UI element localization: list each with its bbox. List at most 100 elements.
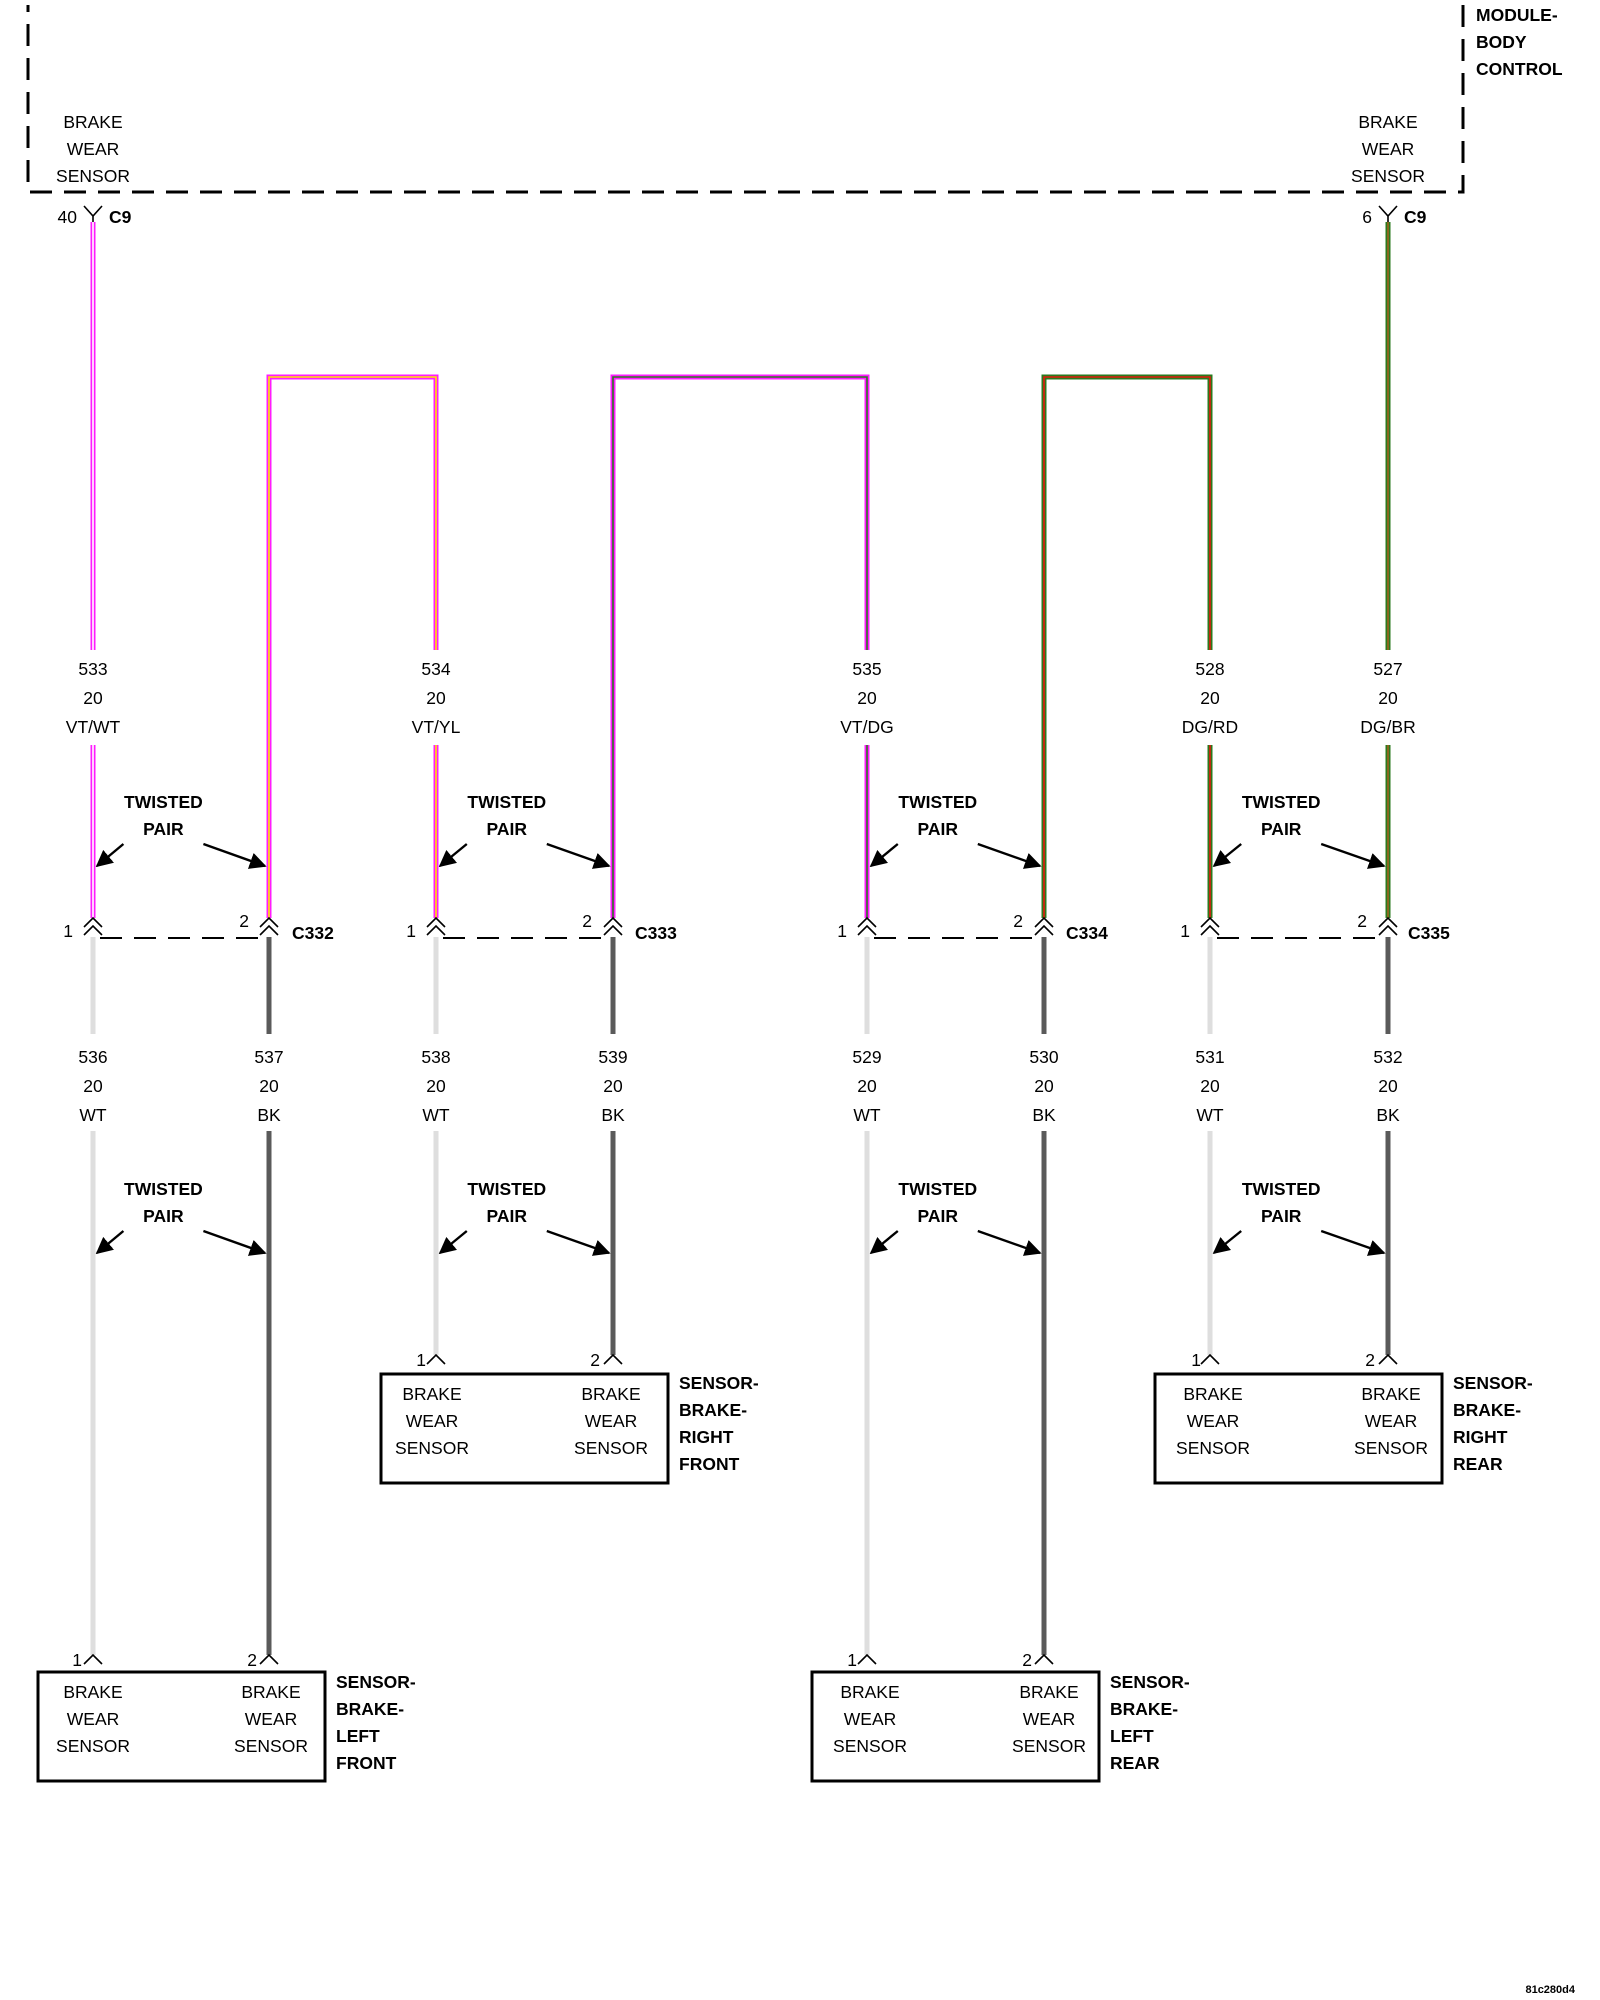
c332-pin-2-symbol [259, 916, 279, 936]
wire-534-upper [266, 374, 439, 918]
lf-left-label-3: SENSOR [56, 1736, 130, 1756]
rf-title-1: SENSOR- [679, 1373, 759, 1393]
twisted-pair-label-line-1: TWISTED [467, 1179, 546, 1199]
rf-pin-1-symbol [426, 1353, 446, 1365]
lf-left-label-1: BRAKE [63, 1682, 122, 1702]
twisted-pair-arrow-left [95, 843, 125, 868]
wire-536-circuit: 536 [78, 1047, 107, 1067]
wire-538-circuit: 538 [421, 1047, 450, 1067]
lf-title-4: FRONT [336, 1753, 397, 1773]
c335-pin-1-symbol [1200, 916, 1220, 936]
wire-539-gauge: 20 [603, 1076, 623, 1096]
wire-532-circuit: 532 [1373, 1047, 1402, 1067]
twisted-pair-label-line-1: TWISTED [467, 792, 546, 812]
wire-529-gauge: 20 [857, 1076, 877, 1096]
lf-pin-2-symbol [259, 1653, 279, 1665]
c334-pin-1-symbol [857, 916, 877, 936]
rr-right-label-2: WEAR [1365, 1411, 1418, 1431]
c335-pin-1-number: 1 [1180, 921, 1190, 941]
lr-pin-1-symbol [857, 1653, 877, 1665]
module-body-control: MODULE- BODY CONTROL BRAKE WEAR SENSOR B… [26, 5, 1563, 227]
lf-left-label-2: WEAR [67, 1709, 120, 1729]
lower-wire-labels: 536 20 WT 537 20 BK 538 20 WT 539 20 BK … [78, 1047, 1402, 1125]
wire-530-circuit: 530 [1029, 1047, 1058, 1067]
wire-535-circuit: 535 [852, 659, 881, 679]
sensor-brake-left-front: 1 2 BRAKE WEAR SENSOR BRAKE WEAR SENSOR … [36, 1650, 416, 1783]
twisted-pair-8: TWISTED PAIR [1212, 1179, 1386, 1256]
c332-pin-1-number: 1 [63, 921, 73, 941]
connector-c334: 1 2 C334 [837, 911, 1108, 943]
sensor-brake-right-rear: 1 2 BRAKE WEAR SENSOR BRAKE WEAR SENSOR … [1153, 1350, 1533, 1485]
rf-pin-1-number: 1 [416, 1350, 426, 1370]
wire-537-circuit: 537 [254, 1047, 283, 1067]
c333-pin-1-number: 1 [406, 921, 416, 941]
twisted-pair-arrow-right [546, 1229, 611, 1256]
twisted-pair-label-line-1: TWISTED [1242, 1179, 1321, 1199]
module-name-line-1: MODULE- [1476, 5, 1558, 25]
wire-532-color: BK [1376, 1105, 1400, 1125]
rf-left-label-3: SENSOR [395, 1438, 469, 1458]
lr-pin-2-number: 2 [1022, 1650, 1032, 1670]
module-left-label-1: BRAKE [63, 112, 122, 132]
upper-wire-labels: 533 20 VT/WT 534 20 VT/YL 535 20 VT/DG 5… [66, 659, 1416, 737]
module-right-label-1: BRAKE [1358, 112, 1417, 132]
wire-534-circuit: 534 [421, 659, 450, 679]
rf-title-3: RIGHT [679, 1427, 734, 1447]
lr-title-4: REAR [1110, 1753, 1160, 1773]
twisted-pair-label-line-2: PAIR [918, 819, 959, 839]
lower-wires [90, 937, 1391, 1655]
c332-pin-2-number: 2 [239, 911, 249, 931]
twisted-pair-arrow-right [977, 1229, 1042, 1256]
twisted-pair-arrow-right [202, 1229, 267, 1256]
connector-c332: 1 2 C332 [63, 911, 334, 943]
c333-pin-1-symbol [426, 916, 446, 936]
module-name-line-2: BODY [1476, 32, 1527, 52]
twisted-pair-arrow-left [1212, 1230, 1242, 1255]
lf-title-2: BRAKE- [336, 1699, 404, 1719]
twisted-pair-label-line-1: TWISTED [898, 1179, 977, 1199]
wire-529-color: WT [853, 1105, 881, 1125]
wire-528-gauge: 20 [1200, 688, 1220, 708]
rr-pin-1-symbol [1200, 1353, 1220, 1365]
c9-pin-40-symbol [83, 205, 103, 222]
rf-left-label-1: BRAKE [402, 1384, 461, 1404]
twisted-pair-arrow-right [546, 842, 611, 869]
twisted-pair-label-line-2: PAIR [487, 819, 528, 839]
wire-527-color: DG/BR [1360, 717, 1415, 737]
module-left-label-3: SENSOR [56, 166, 130, 186]
rf-pin-2-number: 2 [590, 1350, 600, 1370]
c9-pin-6-symbol [1378, 205, 1398, 222]
lf-sensor-box [36, 1670, 327, 1783]
connector-c333: 1 2 C333 [406, 911, 677, 943]
rr-pin-2-symbol [1378, 1353, 1398, 1365]
lf-pin-1-number: 1 [72, 1650, 82, 1670]
c333-pin-2-number: 2 [582, 911, 592, 931]
module-left-label-2: WEAR [67, 139, 120, 159]
wire-537-gauge: 20 [259, 1076, 279, 1096]
c9-left-connector-label: C9 [109, 207, 132, 227]
lf-right-label-2: WEAR [245, 1709, 298, 1729]
wire-527-circuit: 527 [1373, 659, 1402, 679]
lr-right-label-2: WEAR [1023, 1709, 1076, 1729]
wire-534-color: VT/YL [412, 717, 461, 737]
lr-sensor-box [810, 1670, 1101, 1783]
c332-connector-label: C332 [292, 923, 334, 943]
twisted-pair-2: TWISTED PAIR [438, 792, 611, 869]
twisted-pair-label-line-2: PAIR [918, 1206, 959, 1226]
c333-connector-label: C333 [635, 923, 677, 943]
wire-531-color: WT [1196, 1105, 1224, 1125]
rr-left-label-2: WEAR [1187, 1411, 1240, 1431]
lr-right-label-1: BRAKE [1019, 1682, 1078, 1702]
twisted-pair-arrow-right [202, 842, 267, 869]
c335-pin-2-symbol [1378, 916, 1398, 936]
upper-wires [90, 222, 1391, 918]
wire-536-gauge: 20 [83, 1076, 103, 1096]
twisted-pair-arrow-left [95, 1230, 125, 1255]
rr-right-label-3: SENSOR [1354, 1438, 1428, 1458]
lf-pin-1-symbol [83, 1653, 103, 1665]
inline-connectors: 1 2 C332 1 2 C333 1 2 C334 1 2 [63, 911, 1450, 943]
twisted-pair-label-line-2: PAIR [1261, 1206, 1302, 1226]
